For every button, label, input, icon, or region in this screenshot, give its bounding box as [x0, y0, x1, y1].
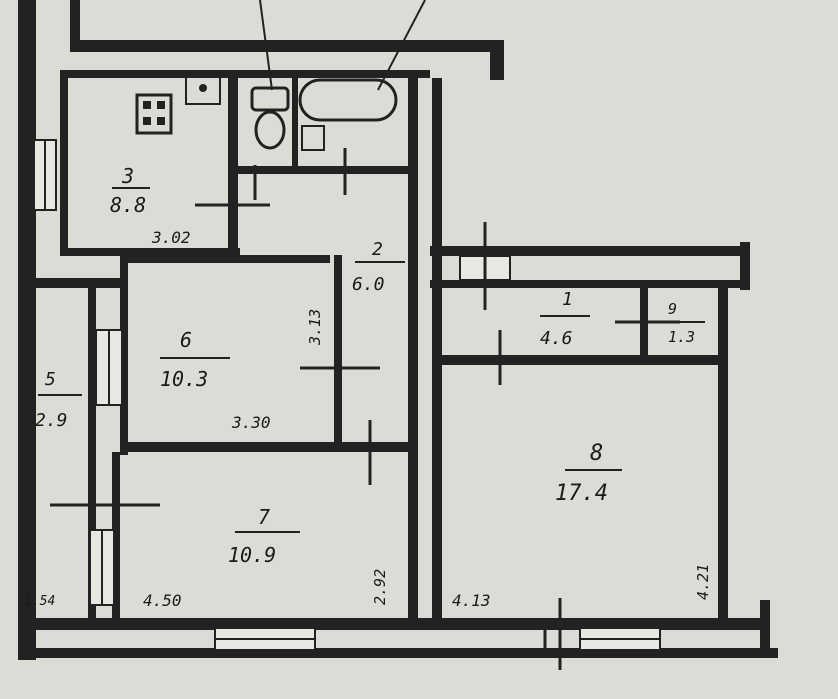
room-labels: 3 8.8 2 6.0 6 10.3 5 2.9 7 10.9 1 4.6 — [35, 164, 705, 567]
wall-corridor-left — [408, 78, 418, 618]
wall-room5-top — [36, 278, 122, 288]
room-6-number: 6 — [180, 328, 192, 352]
room-6-label: 6 10.3 — [160, 328, 230, 391]
room-2-area: 6.0 — [352, 274, 385, 295]
room-1-label: 1 4.6 — [540, 289, 590, 349]
wall-room7-left — [112, 452, 120, 620]
wall-bottom-right — [760, 600, 770, 658]
wall-top-left-stub — [70, 0, 80, 50]
room-8-label: 8 17.4 — [555, 441, 622, 506]
toilet-icon — [250, 86, 290, 150]
wall-right-room8 — [718, 285, 728, 620]
room-3-area: 8.8 — [110, 193, 146, 217]
leader-lines — [259, 0, 426, 91]
wall-room6-left — [120, 255, 128, 455]
window-room7 — [89, 529, 115, 606]
wall-room6-top — [120, 255, 330, 263]
room-2-number: 2 — [372, 239, 383, 260]
room-8-area: 17.4 — [555, 481, 608, 506]
room-6-area: 10.3 — [160, 367, 208, 391]
wall-top — [70, 40, 500, 52]
wall-room1-right-stub — [740, 242, 750, 290]
wall-bath-bottom — [238, 166, 410, 174]
walls — [18, 0, 778, 660]
wall-kitchen-bottom — [60, 248, 240, 256]
wall-top-right-stub — [490, 40, 504, 80]
wall-kitchen-toilet — [228, 78, 238, 253]
dim-hall-width: 1.54 — [24, 594, 55, 609]
wall-left-outer — [18, 0, 28, 660]
room-9-area: 1.3 — [668, 328, 695, 346]
dim-room6-width: 3.30 — [231, 413, 271, 432]
wall-bottom-outer — [18, 648, 778, 658]
wall-corridor-right — [432, 78, 442, 618]
dimension-labels: 3.02 3.30 3.13 4.50 2.92 4.13 4.21 1.54 — [24, 228, 712, 610]
wall-toilet-bath — [292, 78, 298, 170]
sink-icon — [185, 75, 221, 105]
wall-room6-right — [334, 255, 342, 445]
stove-icon — [135, 93, 173, 135]
dim-room8-height: 4.21 — [694, 564, 712, 600]
room-8-number: 8 — [590, 441, 603, 466]
room-5-number: 5 — [45, 369, 56, 390]
window-room6 — [95, 329, 123, 406]
room-7-label: 7 10.9 — [228, 505, 300, 567]
room-1-area: 4.6 — [540, 328, 573, 349]
window-kitchen — [33, 139, 57, 211]
dim-room8-width: 4.13 — [452, 591, 491, 610]
dim-room7-height: 2.92 — [371, 569, 389, 605]
window-bottom-left — [214, 627, 316, 651]
dim-room7-width: 4.50 — [143, 591, 182, 610]
room-2-label: 2 6.0 — [352, 239, 405, 295]
wall-kitchen-top — [60, 70, 430, 78]
room-3-label: 3 8.8 — [110, 164, 150, 217]
dim-room6-height: 3.13 — [306, 309, 324, 346]
wall-room1-top-inner — [430, 280, 750, 288]
room-1-number: 1 — [562, 289, 573, 310]
wall-room6-bottom — [120, 442, 410, 452]
wall-room1-bottom — [440, 355, 725, 365]
room-9-label: 9 1.3 — [660, 300, 705, 346]
room-5-area: 2.9 — [35, 410, 68, 431]
window-bottom-right — [579, 627, 661, 651]
wall-left-inner — [28, 0, 36, 660]
room-7-area: 10.9 — [228, 543, 276, 567]
room-3-number: 3 — [121, 164, 134, 188]
room-9-number: 9 — [668, 300, 677, 318]
room-5-label: 5 2.9 — [35, 369, 82, 431]
wall-kitchen-left — [60, 70, 68, 255]
washbasin-icon — [301, 125, 325, 151]
room-7-number: 7 — [258, 505, 270, 529]
wall-room5-right — [88, 278, 96, 618]
wall-room1-top — [430, 246, 750, 256]
bathtub-icon — [298, 78, 398, 122]
dim-kitchen-width: 3.02 — [151, 228, 191, 247]
